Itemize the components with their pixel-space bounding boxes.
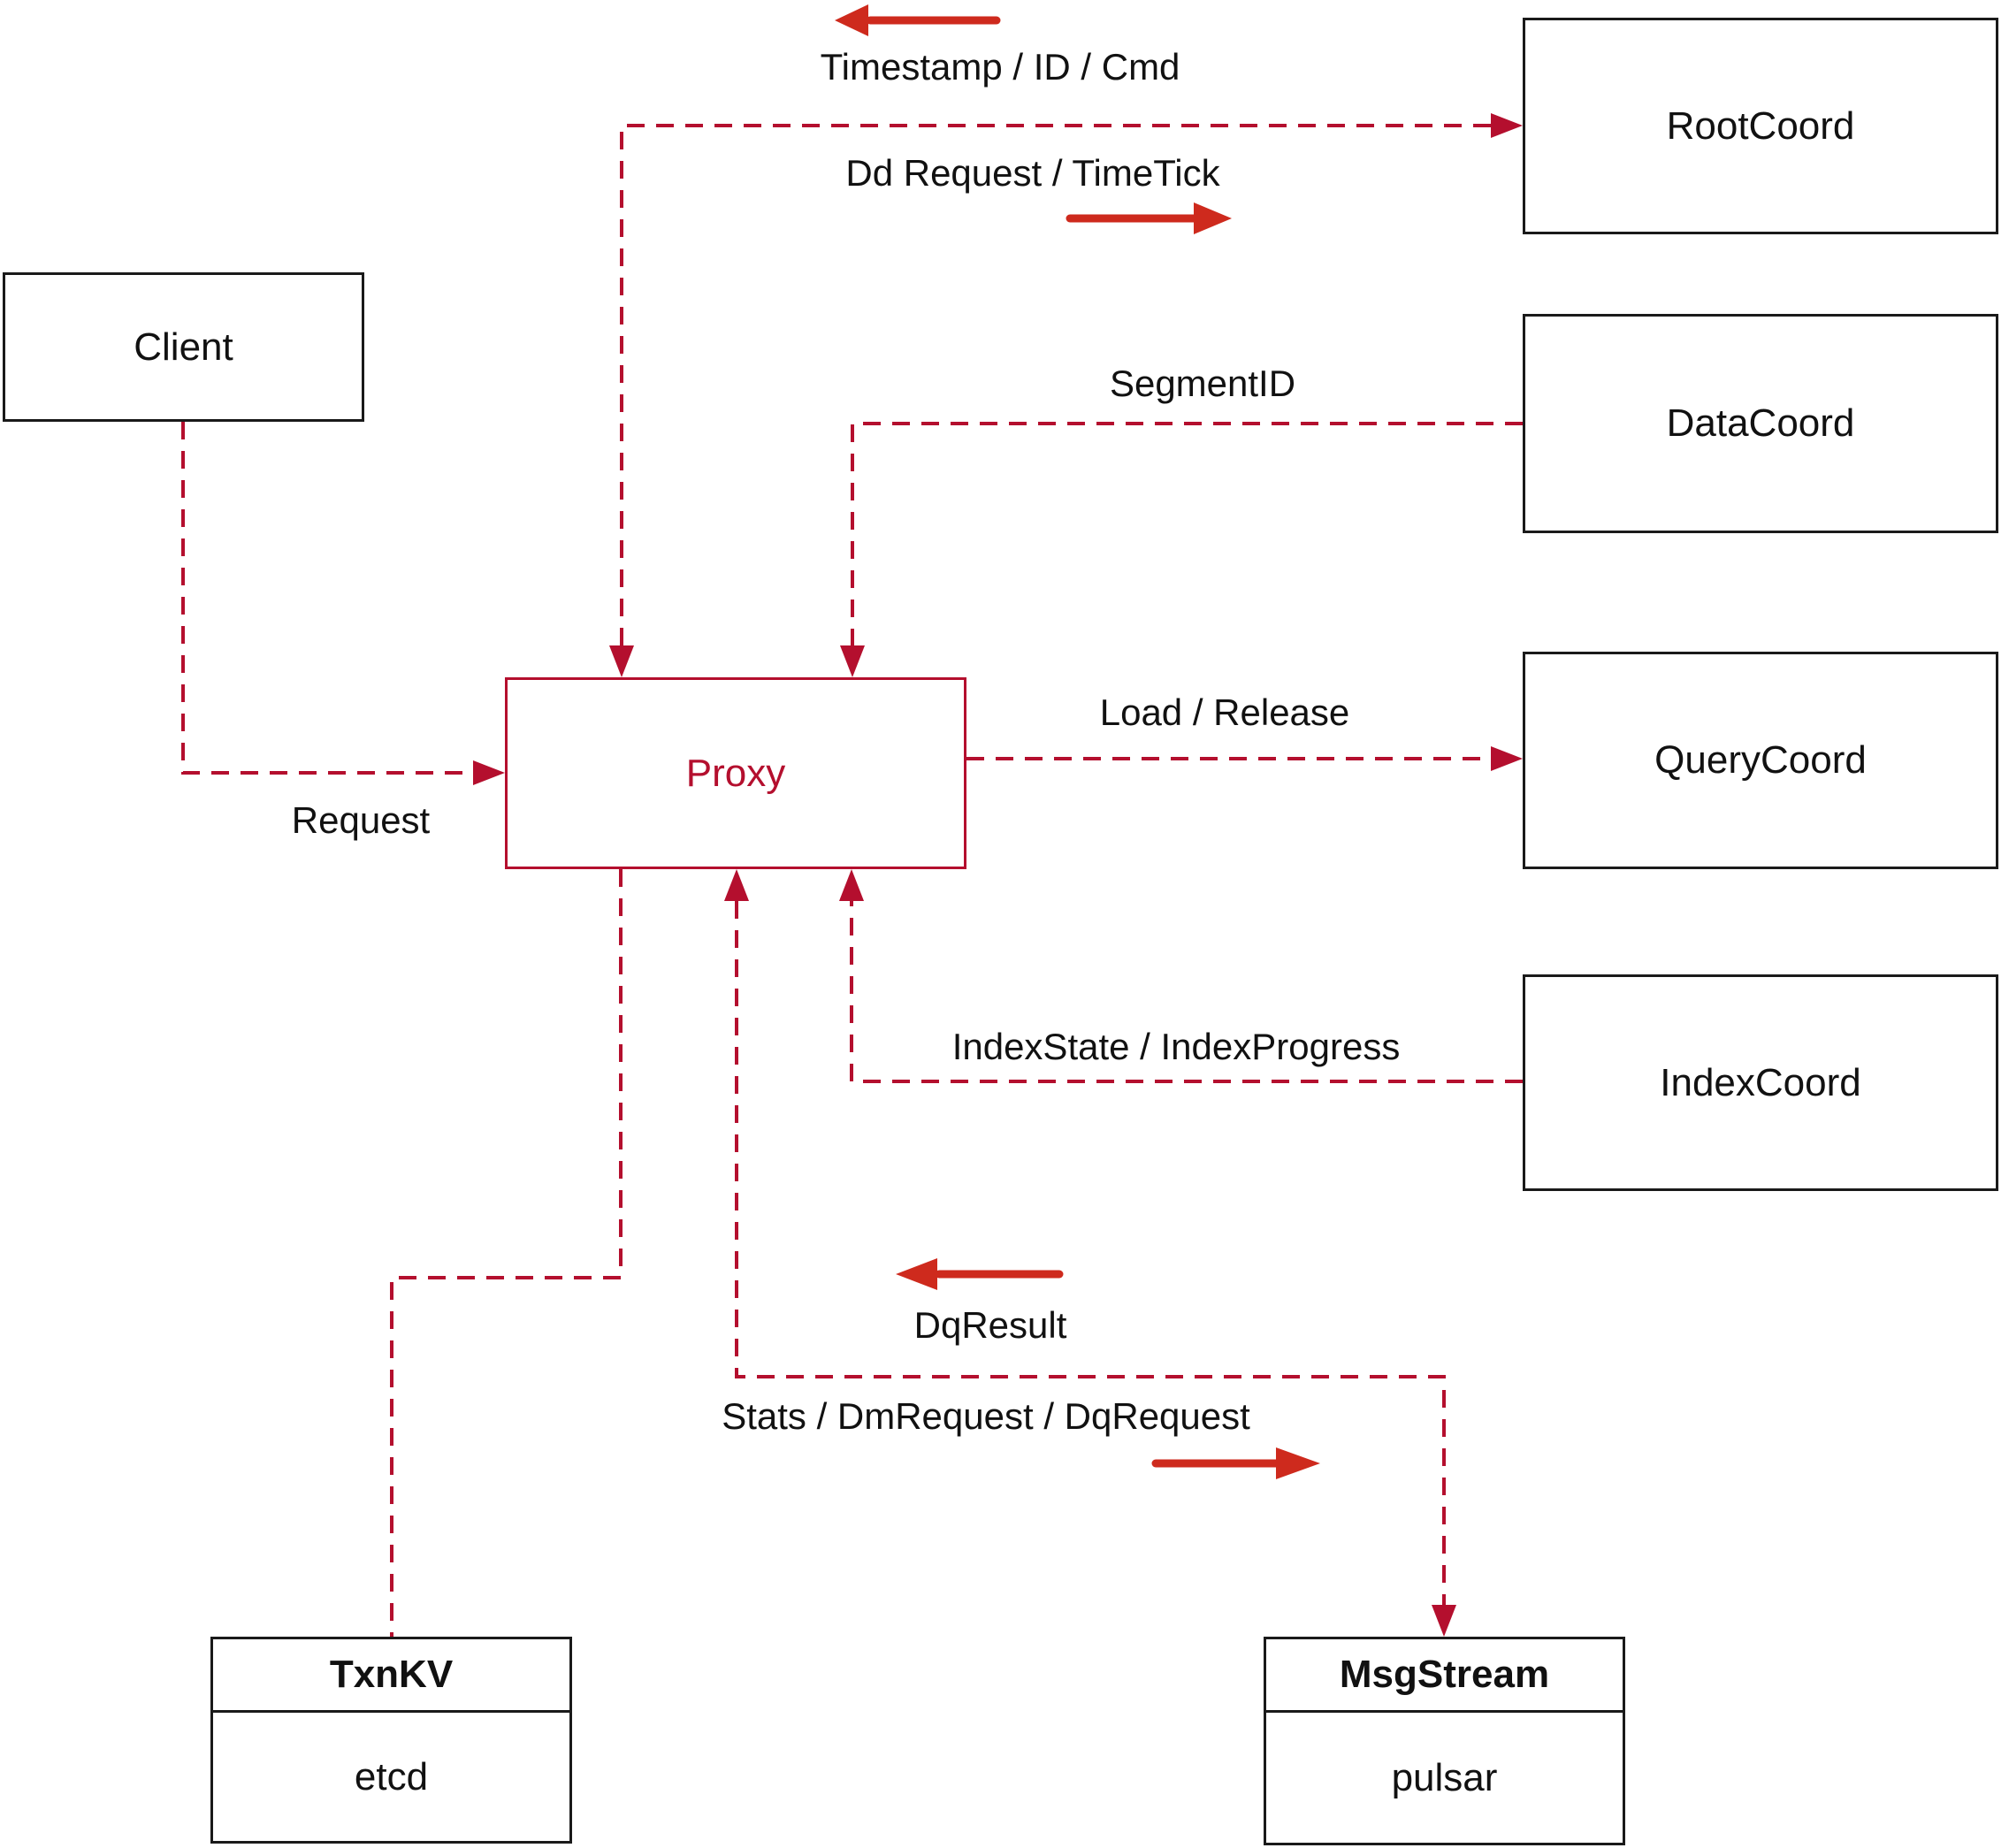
edge-label-segmentid: SegmentID [1109,363,1296,404]
node-datacoord-label: DataCoord [1666,401,1855,445]
arrowhead-into-rootcoord-icon [1491,113,1523,138]
edge-label-load-release: Load / Release [1099,691,1350,733]
connector-client-proxy [181,422,473,775]
node-querycoord: QueryCoord [1523,652,1998,869]
node-proxy: Proxy [505,677,966,869]
node-datacoord: DataCoord [1523,314,1998,533]
node-client: Client [3,272,364,422]
node-querycoord-label: QueryCoord [1654,738,1867,782]
arrowhead-into-proxy-bottom-left-icon [724,869,749,901]
arrowhead-into-proxy-bottom-right-icon [839,869,864,901]
node-rootcoord-label: RootCoord [1666,103,1855,148]
connector-proxy-rootcoord [620,124,1491,645]
node-txnkv: TxnKV etcd [210,1637,572,1844]
edge-label-stats-dmrequest-dqrequest: Stats / DmRequest / DqRequest [722,1395,1250,1437]
node-client-label: Client [134,325,233,369]
edge-label-request: Request [291,799,431,841]
arrowhead-into-proxy-top-left-icon [609,645,634,677]
connector-proxy-msgstream [735,901,1446,1605]
node-msgstream-title: MsgStream [1266,1639,1623,1713]
arrowhead-into-proxy-left-icon [473,760,505,785]
node-txnkv-subtitle: etcd [354,1754,429,1798]
left-arrow-timestamp-icon [835,4,1001,36]
edge-label-dqresult: DqResult [913,1304,1067,1346]
node-indexcoord-label: IndexCoord [1660,1060,1861,1104]
node-rootcoord: RootCoord [1523,18,1998,234]
connector-indexcoord-proxy [850,901,1523,1083]
edge-label-indexstate-indexprogress: IndexState / IndexProgress [951,1026,1401,1067]
node-proxy-label: Proxy [685,751,786,795]
edge-label-dd-request-timetick: Dd Request / TimeTick [845,152,1220,194]
arrowhead-into-proxy-top-right-icon [840,645,865,677]
arrowhead-into-querycoord-icon [1491,746,1523,771]
left-arrow-dqresult-icon [896,1258,1064,1290]
connector-proxy-txnkv [390,869,623,1637]
right-arrow-stats-icon [1151,1447,1320,1479]
edge-label-timestamp-id-cmd: Timestamp / ID / Cmd [820,46,1180,88]
right-arrow-ddrequest-icon [1066,202,1232,234]
node-indexcoord: IndexCoord [1523,974,1998,1191]
node-msgstream: MsgStream pulsar [1264,1637,1625,1845]
arrowhead-into-msgstream-icon [1432,1605,1456,1637]
node-txnkv-title: TxnKV [213,1639,569,1713]
node-msgstream-subtitle: pulsar [1391,1755,1498,1799]
connector-datacoord-proxy [851,422,1523,645]
